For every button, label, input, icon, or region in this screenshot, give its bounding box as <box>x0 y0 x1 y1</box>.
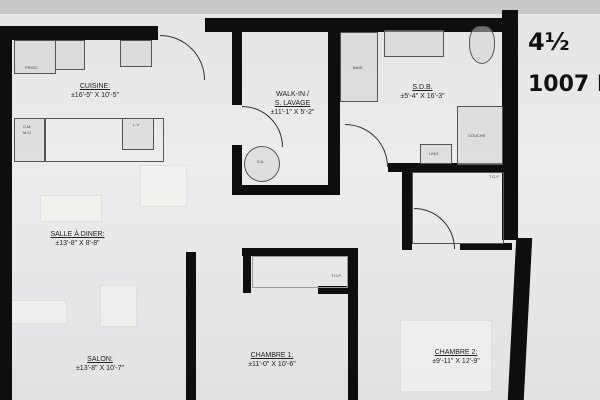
wall <box>388 163 512 172</box>
wall <box>243 248 251 293</box>
room-label-walkin: WALK-IN /S. LAVAGE±11'-1" X 5'-2" <box>270 91 315 116</box>
wall <box>402 170 412 250</box>
room-label-cuisine: CUISINE:±16'-5" X 10'-5" <box>70 83 120 99</box>
room-label-salle-a-diner: SALLE À DINER:±13'-8" X 8'-8" <box>50 231 105 247</box>
kitchen-island <box>44 118 164 162</box>
room-label-salon: SALON:±13'-8" X 10'-7" <box>75 356 125 372</box>
wall <box>242 248 358 256</box>
tape-patch <box>40 195 102 222</box>
bathtub: BAIN <box>340 32 378 102</box>
tape-patch <box>140 165 187 207</box>
wall <box>232 30 242 105</box>
handwritten-area: 1007 Pc <box>528 72 600 97</box>
tape-patch <box>100 285 137 327</box>
tape-patch <box>10 300 67 324</box>
wall <box>205 18 517 32</box>
wall <box>328 20 340 195</box>
background <box>0 0 600 14</box>
counter <box>55 40 85 70</box>
wall <box>318 286 352 294</box>
linen-closet: LING. <box>420 144 452 164</box>
water-heater: S.A. <box>244 146 280 182</box>
wall <box>0 26 158 40</box>
stove <box>120 40 152 67</box>
door-swing <box>160 35 205 80</box>
door-swing <box>345 124 388 167</box>
fridge: FRIGO <box>14 40 56 74</box>
room-label-chambre-1: CHAMBRE 1:±11'-0" X 10'-6" <box>248 352 296 368</box>
closet: T.G.P. <box>412 172 504 244</box>
closet: T.G.P. <box>252 256 348 288</box>
microwave-cabinet: C.M. M.O <box>14 118 46 162</box>
room-label-chambre-2: CHAMBRE 2:±9'-11" X 12'-9" <box>432 349 480 365</box>
wall <box>232 185 338 195</box>
room-label-sdb: S.D.B.±5'-4" X 16'-3" <box>400 84 445 100</box>
wall <box>460 243 512 250</box>
tape-patch <box>400 320 492 392</box>
shower: DOUCHE <box>457 106 503 165</box>
handwritten-unit-type: 4½ <box>528 28 570 56</box>
wall <box>348 250 358 400</box>
dishwasher: L-V <box>122 118 154 150</box>
toilet <box>469 26 495 64</box>
wall <box>186 252 196 400</box>
wall <box>0 26 12 400</box>
wall <box>502 10 518 240</box>
wall <box>507 238 533 400</box>
wall <box>232 145 242 195</box>
vanity <box>384 30 444 57</box>
